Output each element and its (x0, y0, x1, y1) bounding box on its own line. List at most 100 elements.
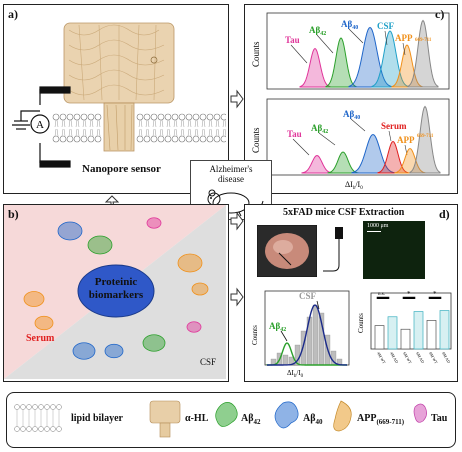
peak-app (391, 44, 423, 88)
lipid-tail (208, 128, 213, 137)
d-bars-ylabel: Counts (357, 313, 365, 333)
d-hist-xlabel: ΔIb/I0 (287, 369, 304, 379)
hist-bar (312, 304, 319, 366)
peak-app (394, 147, 426, 174)
lipid-tail (222, 119, 226, 128)
lipid-tail (187, 128, 192, 137)
group-bar (439, 310, 450, 350)
lipid-head-top (199, 113, 207, 121)
group-bar (387, 316, 398, 350)
fluorescence-image: 1000 μm (363, 221, 425, 279)
legend-lipid-head (50, 426, 56, 432)
protein-blob (191, 282, 209, 296)
hist-bar (282, 354, 289, 366)
lipid-tail (201, 119, 206, 128)
legend-alpha-hl-icon (149, 400, 181, 438)
panel-a: a) (3, 4, 229, 194)
panel-d-title: 5xFAD mice CSF Extraction (283, 207, 405, 218)
csf-histogram: Counts CSF Aβ42 ΔIb/I0 (251, 290, 350, 379)
lipid-tail (194, 119, 199, 128)
biomarker-illustration (4, 205, 226, 379)
peak-pointer (402, 42, 406, 56)
c-top-ylabel: Counts (251, 41, 261, 67)
legend-ab40-icon (274, 401, 299, 429)
lipid-head-bottom (143, 135, 151, 143)
peak-ab42 (327, 151, 359, 174)
lipid-head-top (185, 113, 193, 121)
panel-a-label: a) (8, 7, 18, 21)
c-top-tau-label: Tau (285, 35, 300, 45)
c-bottom-app-range: 669-711 (417, 134, 434, 139)
arrow-b-to-d (230, 287, 244, 307)
ammeter-symbol: A (36, 119, 44, 131)
alpha-hl-pore (63, 22, 175, 152)
d-hist-csf-tag: CSF (299, 291, 317, 301)
lipid-head-bottom (66, 135, 74, 143)
lipid-tail (152, 128, 157, 137)
peak-tau (301, 154, 333, 174)
panel-d: d) 5xFAD mice CSF Extraction 1000 μm Cou… (244, 204, 458, 382)
group-bar-label: 8M WT (428, 351, 439, 365)
protein-blob (104, 343, 124, 359)
legend-lipid-head (20, 404, 26, 410)
lipid-head-top (73, 113, 81, 121)
legend-box: lipid bilayer α-HL Aβ42 Aβ40 APP(669-711… (6, 392, 456, 448)
panel-c: c) Counts Counts Tau Aβ42 Aβ40 CSF APP 6… (244, 4, 458, 194)
lipid-head-top (220, 113, 226, 121)
c-bottom-peaks (301, 105, 441, 174)
lipid-tail (166, 128, 171, 137)
lipid-head-bottom (94, 135, 102, 143)
lipid-head-top (143, 113, 151, 121)
legend-ab42-label: Aβ42 (241, 413, 261, 426)
legend-ab40-label: Aβ40 (303, 413, 323, 426)
lipid-tail (173, 128, 178, 137)
legend-lipid-bilayer-label: lipid bilayer (71, 413, 123, 424)
lipid-head-bottom (199, 135, 207, 143)
peak-background (407, 19, 439, 88)
lipid-tail (82, 128, 87, 137)
d-hist-ab42-tag: Aβ42 (269, 321, 286, 333)
group-bar-label: 4M AD (389, 351, 399, 364)
sig-star-2: * (433, 290, 437, 298)
legend-lipid-head (44, 426, 50, 432)
fit-ab42 (266, 342, 347, 366)
lipid-head-top (150, 113, 158, 121)
legend-tau-icon (413, 403, 427, 423)
lipid-tail (201, 128, 206, 137)
protein-blob (87, 235, 113, 255)
lipid-tail (145, 119, 150, 128)
peak-pointer (290, 44, 308, 64)
c-top-app-range: 669-711 (415, 38, 432, 43)
lipid-tail (208, 119, 213, 128)
nanopore-sensor-title: Nanopore sensor (82, 163, 161, 175)
legend-tau-label: Tau (431, 413, 448, 424)
lipid-head-top (164, 113, 172, 121)
peak-csf (371, 30, 409, 88)
lipid-tail (96, 119, 101, 128)
protein-blob (142, 334, 166, 352)
panel-c-label: c) (435, 7, 445, 21)
c-bottom-tau-label: Tau (287, 129, 302, 139)
legend-lipid-head (56, 426, 62, 432)
legend-lipid-head (38, 404, 44, 410)
lipid-tail (89, 119, 94, 128)
lipid-head-top (213, 113, 221, 121)
lipid-tail (187, 119, 192, 128)
lipid-head-top (94, 113, 102, 121)
group-bar-label: 6M AD (415, 351, 425, 364)
legend-lipid-head (20, 426, 26, 432)
group-bar (413, 311, 424, 350)
csf-label: CSF (200, 357, 217, 367)
lipid-head-bottom (185, 135, 193, 143)
c-xlabel: ΔIb/I0 (345, 180, 363, 191)
lipid-head-top (136, 113, 144, 121)
lipid-tail (180, 119, 185, 128)
csf-histogram-bars (266, 300, 348, 366)
peak-pointer (316, 34, 334, 54)
lipid-tail (89, 128, 94, 137)
sig-star-1: * (407, 290, 411, 298)
lipid-head-top (178, 113, 186, 121)
c-bottom-app-label: APP (397, 135, 415, 145)
